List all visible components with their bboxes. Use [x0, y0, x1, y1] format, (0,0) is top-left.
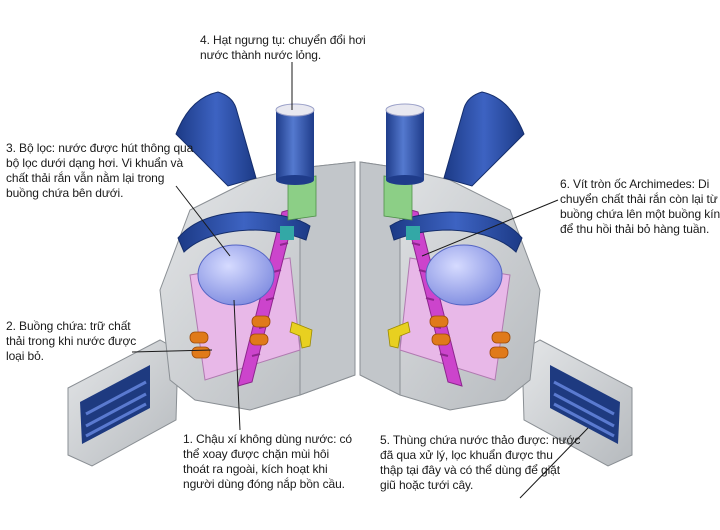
callout-line: thoát ra ngoài, kích hoạt khi	[183, 462, 328, 476]
left-bowl-rim	[177, 211, 311, 253]
callout-line: chuyển chất thải rắn còn lại từ	[560, 192, 718, 206]
callout-line: đã qua xử lý, lọc khuẩn được thu	[380, 448, 553, 462]
right-condenser-cylinder	[386, 110, 424, 180]
leader-lines	[131, 62, 589, 499]
callout-line: thể xoay được chặn mùi hôi	[183, 447, 330, 461]
right-teal-block	[406, 226, 420, 240]
callout-line: thải trong khi nước được	[6, 334, 137, 348]
left-filter	[197, 244, 275, 306]
right-waste-pellets	[429, 315, 511, 359]
left-lid	[175, 91, 257, 187]
callout-line: 5. Thùng chứa nước thảo được: nước	[380, 433, 581, 447]
diagram-illustration	[67, 62, 633, 499]
left-toilet-cutaway	[67, 91, 356, 467]
callout-line: người dùng đóng nắp bồn cầu.	[183, 477, 345, 491]
callout-line: để thu hồi thải bỏ hàng tuần.	[560, 222, 710, 236]
leader-bowl	[233, 299, 241, 431]
callout-line: loại bỏ.	[6, 349, 44, 363]
callout-chamber: 2. Buồng chứa: trữ chất thải trong khi n…	[6, 319, 136, 364]
callout-line: giũ hoặc tưới cây.	[380, 478, 474, 492]
callout-line: thập tại đây và có thể dùng để giặt	[380, 463, 560, 477]
left-teal-block	[280, 226, 294, 240]
callout-archimedes-screw: 6. Vít tròn ốc Archimedes: Di chuyển chấ…	[560, 177, 720, 237]
right-outlet-vent	[550, 365, 620, 444]
right-filter	[425, 244, 503, 306]
right-bowl-rim	[389, 211, 523, 253]
callout-line: 2. Buồng chứa: trữ chất	[6, 319, 131, 333]
right-toilet-cutaway	[359, 91, 633, 467]
callout-condenser: 4. Hạt ngưng tụ: chuyển đổi hơi nước thà…	[200, 33, 366, 63]
callout-filter: 3. Bộ lọc: nước được hút thông qua bộ lọ…	[6, 141, 193, 201]
callout-line: 4. Hạt ngưng tụ: chuyển đổi hơi	[200, 33, 366, 47]
toilet-diagram: 4. Hạt ngưng tụ: chuyển đổi hơi nước thà…	[6, 33, 720, 499]
callout-line: bộ lọc dưới dạng hơi. Vi khuẩn và	[6, 156, 184, 170]
callout-waterless-bowl: 1. Chậu xí không dùng nước: có thể xoay …	[183, 432, 352, 492]
leader-tank	[519, 427, 589, 499]
leader-chamber	[131, 349, 213, 353]
leader-screw	[421, 199, 559, 257]
callout-line: 3. Bộ lọc: nước được hút thông qua	[6, 141, 194, 155]
right-lid	[443, 91, 525, 187]
left-condenser-cylinder	[276, 110, 314, 180]
callout-line: buồng chứa bên dưới.	[6, 186, 124, 200]
callout-line: buồng chứa lên một buồng kín	[560, 207, 720, 221]
left-yellow-bracket	[289, 321, 313, 349]
callout-line: 6. Vít tròn ốc Archimedes: Di	[560, 177, 710, 191]
callout-line: nước thành nước lỏng.	[200, 48, 322, 62]
leader-filter	[175, 185, 231, 257]
left-outlet-vent	[80, 365, 150, 444]
right-yellow-bracket	[387, 321, 411, 349]
callout-line: 1. Chậu xí không dùng nước: có	[183, 432, 353, 446]
callout-line: chất thải rắn vẫn nằm lại trong	[6, 171, 165, 185]
callout-water-tank: 5. Thùng chứa nước thảo được: nước đã qu…	[380, 433, 580, 493]
